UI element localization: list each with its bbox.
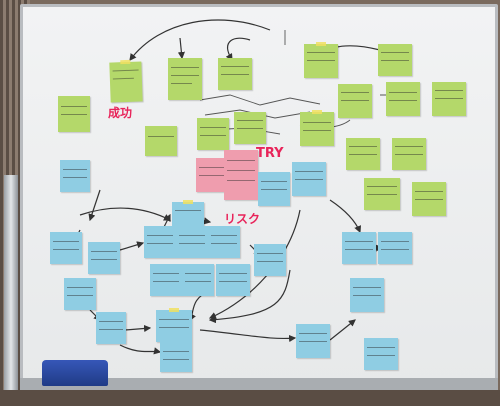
sticky-note xyxy=(172,200,204,228)
sticky-note xyxy=(224,150,258,200)
sticky-note xyxy=(412,182,446,216)
sticky-note xyxy=(292,162,326,196)
eraser xyxy=(42,360,108,386)
sticky-note xyxy=(182,264,214,296)
sticky-note xyxy=(156,308,192,342)
sticky-note xyxy=(234,112,266,144)
sticky-note xyxy=(197,118,229,150)
sticky-note xyxy=(168,58,202,100)
sticky-note xyxy=(254,244,286,276)
sticky-note xyxy=(258,172,290,206)
sticky-note xyxy=(296,324,330,358)
sticky-note xyxy=(109,59,143,103)
sticky-note xyxy=(338,84,372,118)
floor xyxy=(0,390,500,406)
sticky-note xyxy=(88,242,120,274)
sticky-note xyxy=(64,278,96,310)
sticky-note xyxy=(218,58,252,90)
sticky-note xyxy=(304,42,338,78)
sticky-note xyxy=(176,226,208,258)
sticky-note xyxy=(378,232,412,264)
sticky-note xyxy=(160,342,192,372)
sticky-note xyxy=(392,138,426,170)
sticky-note xyxy=(346,138,380,170)
sticky-note xyxy=(364,178,400,210)
sticky-note xyxy=(60,160,90,192)
label-risk: リスク xyxy=(224,212,261,226)
sticky-note xyxy=(342,232,376,264)
label-success: 成功 xyxy=(108,106,133,120)
sticky-note xyxy=(432,82,466,116)
sticky-note xyxy=(96,312,126,344)
sticky-note xyxy=(378,44,412,76)
sticky-note xyxy=(145,126,177,156)
sticky-note xyxy=(300,110,334,146)
label-try: TRY xyxy=(256,146,284,161)
sticky-note xyxy=(58,96,90,132)
sticky-note xyxy=(144,226,176,258)
sticky-note xyxy=(196,158,228,192)
sticky-note xyxy=(50,232,82,264)
sticky-note xyxy=(150,264,182,296)
sticky-note xyxy=(364,338,398,370)
sticky-note xyxy=(350,278,384,312)
sticky-note xyxy=(208,226,240,258)
marker-tray xyxy=(20,378,498,390)
whiteboard-stand xyxy=(4,175,18,406)
sticky-note xyxy=(216,264,250,296)
sticky-note xyxy=(386,82,420,116)
